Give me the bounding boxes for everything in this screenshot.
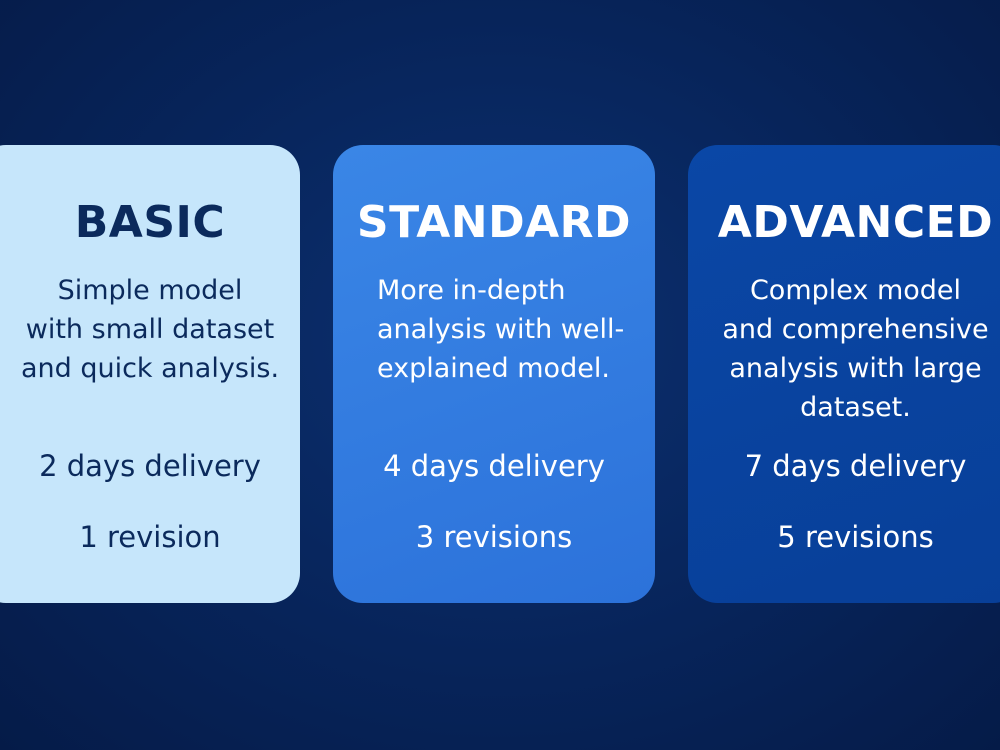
plan-title: ADVANCED xyxy=(717,197,994,248)
plan-delivery: 2 days delivery xyxy=(39,449,261,483)
plan-description: Complex model and comprehensive analysis… xyxy=(688,271,1000,427)
plan-description: Simple model with small dataset and quic… xyxy=(0,271,300,388)
plan-description-line: explained model. xyxy=(377,353,610,384)
plan-description: More in-depth analysis with well- explai… xyxy=(377,271,624,388)
plan-revisions: 3 revisions xyxy=(415,520,573,554)
plan-description-line: and quick analysis. xyxy=(20,353,280,384)
plan-revisions: 1 revision xyxy=(79,520,221,554)
plan-title: STANDARD xyxy=(356,197,632,248)
plan-description-line: and comprehensive xyxy=(722,314,989,345)
plan-description-line: analysis with large xyxy=(729,353,982,384)
plan-description-line: More in-depth xyxy=(377,275,566,306)
plan-card-advanced[interactable]: ADVANCED Complex model and comprehensive… xyxy=(688,145,1000,603)
plan-description-line: with small dataset xyxy=(25,314,275,345)
plan-card-basic[interactable]: BASIC Simple model with small dataset an… xyxy=(0,145,300,603)
plan-delivery: 7 days delivery xyxy=(744,449,967,483)
plan-delivery: 4 days delivery xyxy=(383,449,605,483)
plan-description-line: dataset. xyxy=(800,392,911,423)
plan-description-line: analysis with well- xyxy=(377,314,625,345)
plan-title: BASIC xyxy=(74,197,226,248)
plan-description-line: Simple model xyxy=(57,275,243,306)
plan-description-line: Complex model xyxy=(749,275,962,306)
plan-revisions: 5 revisions xyxy=(777,520,934,554)
plan-card-standard[interactable]: STANDARD More in-depth analysis with wel… xyxy=(333,145,655,603)
